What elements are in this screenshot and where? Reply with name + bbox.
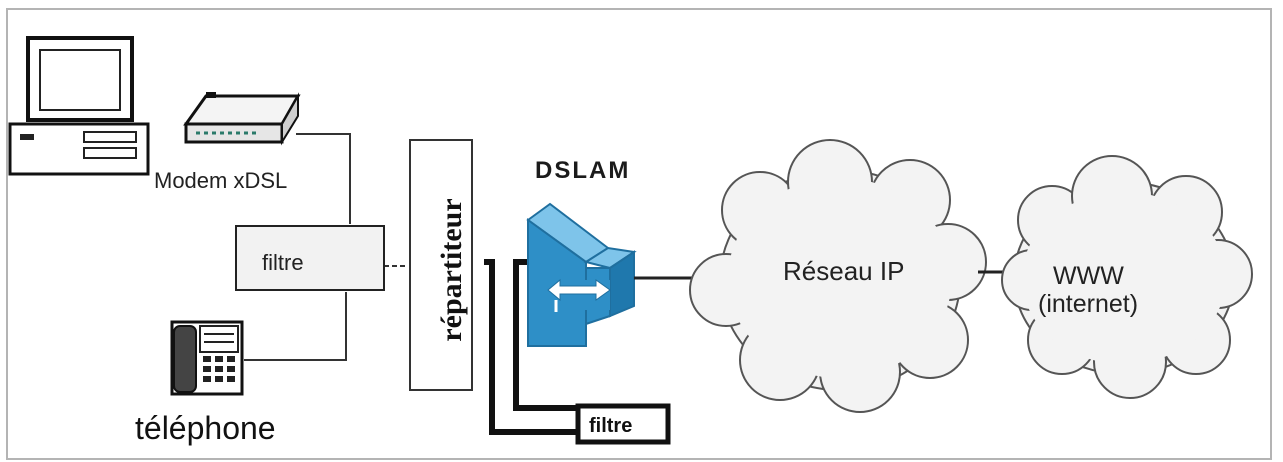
dslam-label: DSLAM <box>535 157 631 184</box>
telephone-icon <box>170 320 244 396</box>
dslam-switch-icon <box>526 202 637 347</box>
phone-to-filter-line <box>244 292 347 361</box>
reseau-ip-cloud <box>689 139 987 413</box>
thin-connections <box>244 133 408 361</box>
www-label: WWW <box>1053 262 1124 290</box>
home-filter-label: filtre <box>262 250 304 275</box>
thick-connections <box>484 259 580 435</box>
modem-to-filter-line <box>296 133 351 224</box>
repartiteur-label: répartiteur <box>435 198 468 342</box>
inner-thick-line <box>513 259 580 411</box>
outer-thick-line <box>484 259 580 435</box>
desktop-computer-icon <box>8 36 150 176</box>
modem-icon <box>183 92 301 146</box>
repartiteur-box <box>409 139 473 391</box>
modem-label: Modem xDSL <box>154 168 288 193</box>
www-cloud <box>1001 155 1253 399</box>
telephone-label: téléphone <box>135 410 276 446</box>
reseau-ip-label: Réseau IP <box>783 256 905 286</box>
home-filter-box <box>235 225 385 291</box>
dslam-filter-box <box>575 403 671 445</box>
internet-label: (internet) <box>1038 290 1139 318</box>
dslam-filter-label: filtre <box>589 415 633 437</box>
